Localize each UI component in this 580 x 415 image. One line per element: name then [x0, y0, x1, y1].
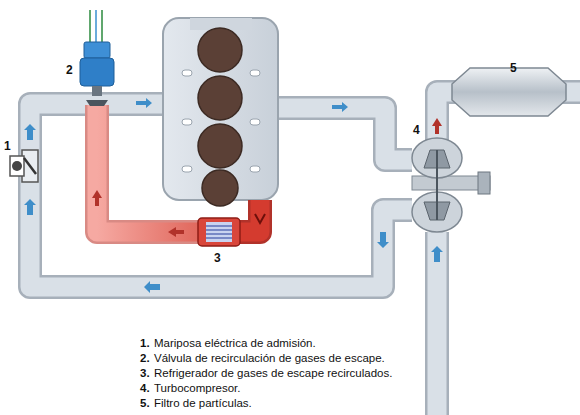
throttle-valve [10, 150, 38, 182]
caption-number: 2. [140, 352, 150, 365]
caption-number: 4. [140, 382, 150, 395]
flow-arrows-red [92, 118, 442, 237]
callout-number: 2 [66, 64, 73, 77]
flow-arrows [24, 98, 443, 293]
caption-text: Turbocompresor. [154, 382, 241, 395]
caption-text: Válvula de recirculación de gases de esc… [154, 352, 385, 365]
callout-number: 4 [413, 124, 420, 137]
turbocharger [412, 138, 490, 232]
particle-filter [452, 68, 566, 116]
caption-number: 5. [140, 397, 150, 410]
callout-number: 5 [510, 62, 517, 75]
egr-cooler [198, 218, 240, 246]
egr-valve [80, 10, 114, 106]
flow-arrow [255, 214, 265, 223]
caption-text: Mariposa eléctrica de admisión. [154, 337, 316, 350]
caption-number: 1. [140, 337, 150, 350]
caption-number: 3. [140, 367, 150, 380]
engine-block [163, 18, 278, 206]
callout-number: 1 [4, 140, 11, 153]
caption-text: Refrigerador de gases de escape recircul… [154, 367, 392, 380]
pipes [30, 92, 580, 415]
caption-text: Filtro de partículas. [154, 397, 252, 410]
callout-number: 3 [214, 252, 221, 265]
egr-pipe [97, 105, 260, 232]
